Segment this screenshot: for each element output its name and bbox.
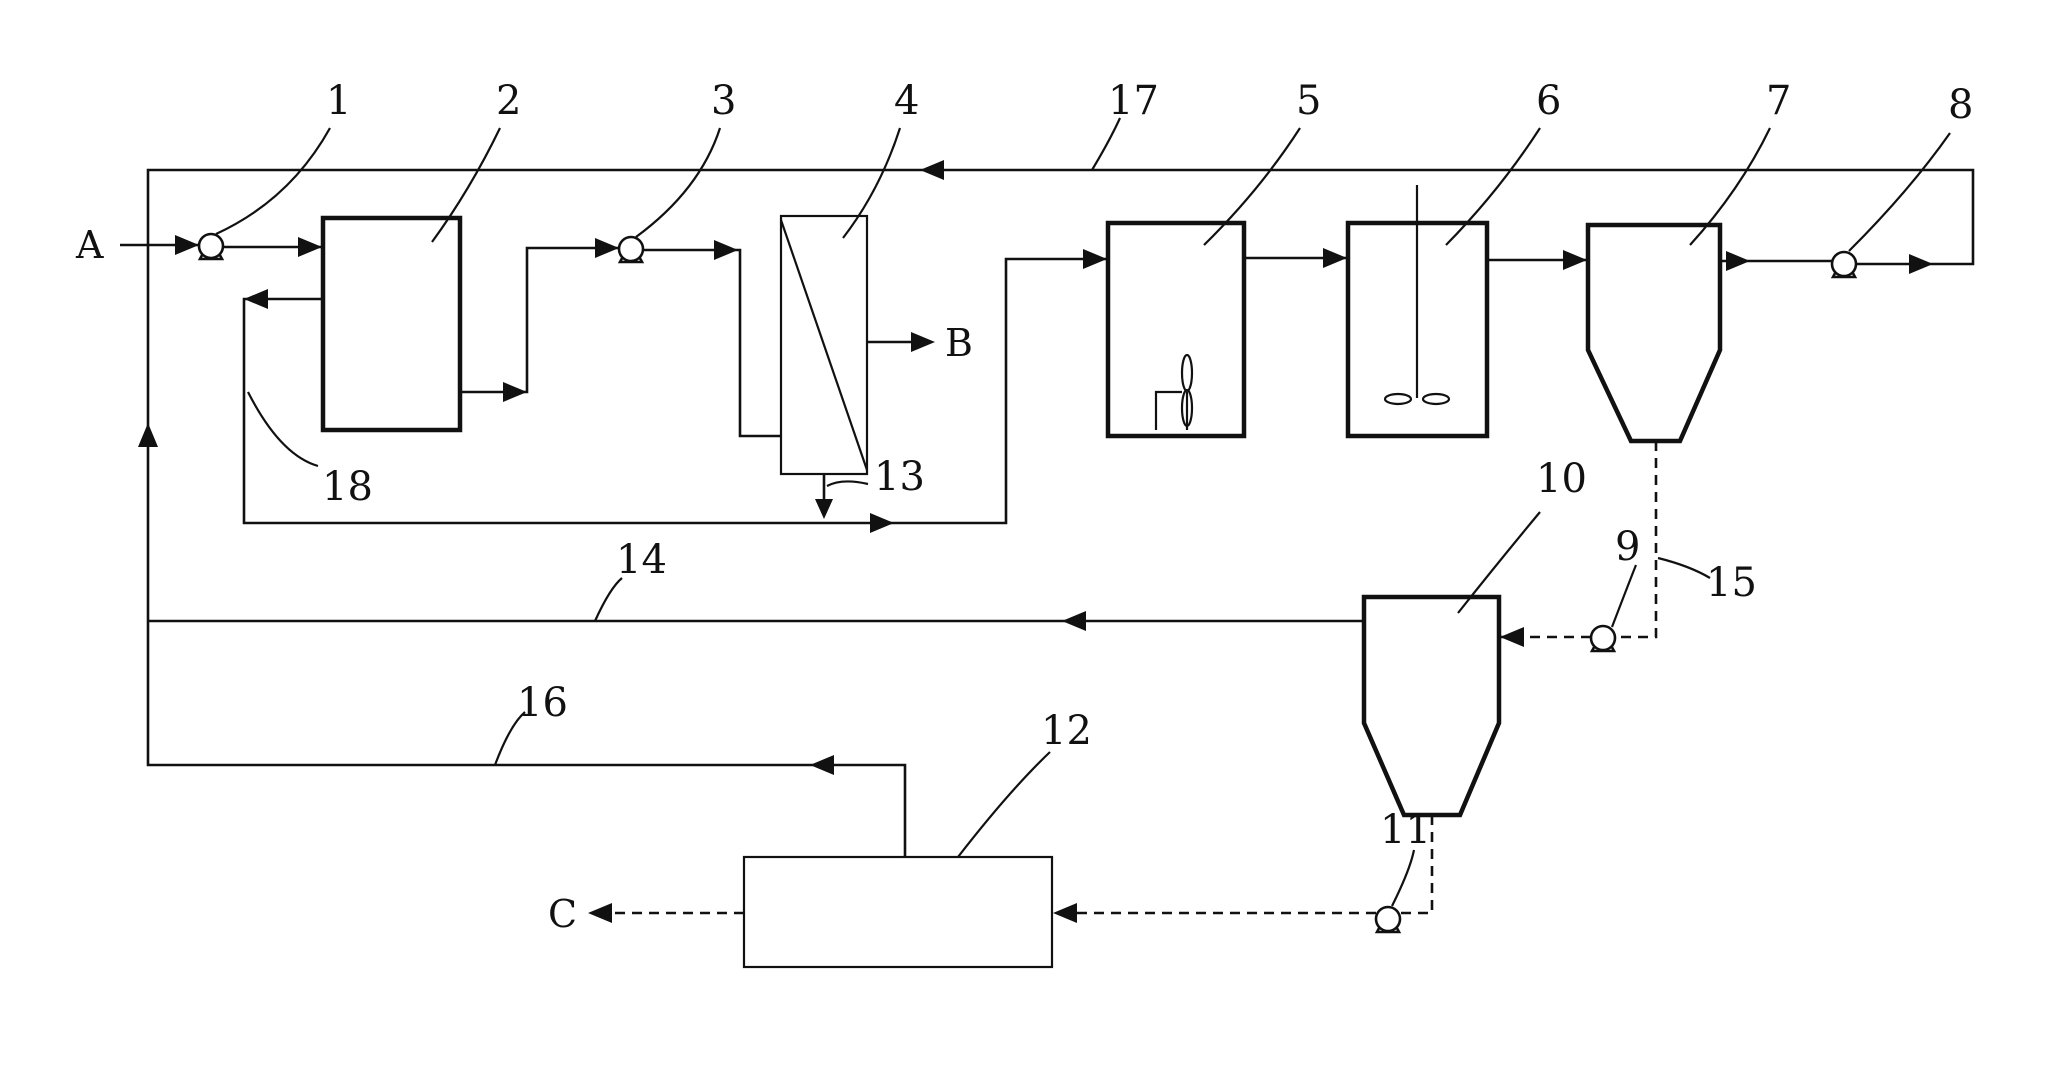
flow-arrow [175, 235, 199, 255]
label-9: 9 [1615, 524, 1640, 570]
label-13: 13 [874, 454, 925, 500]
flow-arrow [503, 382, 527, 402]
dashed-settler10-pump11 [1400, 815, 1434, 915]
flow-arrow [870, 513, 894, 533]
flow-arrow [244, 289, 268, 309]
flow-arrow [595, 238, 619, 258]
flow-arrow [714, 240, 738, 260]
unit-5-tank-with-propeller [1105, 220, 1247, 439]
flow-arrow [138, 423, 158, 447]
leader-line [1445, 127, 1541, 246]
label-17: 17 [1108, 78, 1159, 124]
unit-7-settler [1585, 222, 1723, 444]
flow-arrow [1323, 248, 1347, 268]
pump-3 [617, 235, 645, 264]
leader-line [826, 480, 869, 487]
leader-line [1657, 556, 1711, 579]
label-16: 16 [517, 680, 568, 726]
flow-arrow [920, 160, 944, 180]
pump-8 [1830, 250, 1858, 279]
flow-arrow [298, 237, 322, 257]
label-5: 5 [1296, 78, 1321, 124]
outlet-label-b: B [945, 321, 973, 365]
label-1: 1 [326, 78, 351, 124]
outlet-label-c: C [548, 892, 577, 936]
unit-6-stirred-tank [1345, 185, 1490, 439]
pipe-pump3-module4 [643, 248, 781, 438]
label-2: 2 [496, 78, 521, 124]
unit-4-membrane-module [779, 214, 869, 476]
flow-arrow [1563, 250, 1587, 270]
label-18: 18 [322, 464, 373, 510]
leader-line [1689, 127, 1771, 246]
leader-line [247, 391, 319, 468]
leader-line [215, 127, 331, 235]
label-4: 4 [894, 78, 919, 124]
leader-line [493, 711, 526, 766]
inlet-label-a: A [75, 223, 104, 267]
label-11: 11 [1380, 807, 1431, 853]
leader-line [431, 127, 501, 243]
leader-line [957, 751, 1051, 858]
leader-line [842, 127, 902, 239]
flow-arrow [815, 499, 833, 519]
flow-arrow [1062, 611, 1086, 631]
leader-line [1091, 117, 1122, 171]
pipe-tank2-pump3 [460, 246, 619, 394]
leader-line [1391, 849, 1416, 907]
flow-arrow [1909, 254, 1933, 274]
flow-arrow [1083, 249, 1107, 269]
flow-arrow [1500, 627, 1524, 647]
label-14: 14 [616, 537, 667, 583]
label-12: 12 [1041, 708, 1092, 754]
flow-arrow [1053, 903, 1077, 923]
label-7: 7 [1766, 78, 1791, 124]
unit-10-settler [1361, 594, 1502, 818]
unit-2-tank [320, 215, 463, 433]
label-10: 10 [1536, 456, 1587, 502]
recycle-line-17 [146, 168, 1975, 857]
flow-arrow [810, 755, 834, 775]
dashed-line-15 [1615, 441, 1658, 639]
pump-1 [197, 232, 225, 261]
pump-11 [1374, 905, 1402, 934]
label-6: 6 [1536, 78, 1561, 124]
label-3: 3 [711, 78, 736, 124]
unit-12-box [742, 855, 1054, 969]
pump-9 [1589, 624, 1617, 653]
leader-line [635, 127, 722, 238]
flow-arrow [1726, 251, 1750, 271]
leader-line [1848, 132, 1951, 252]
leader-line [1203, 127, 1301, 246]
label-15: 15 [1706, 560, 1757, 606]
flow-arrow [588, 903, 612, 923]
flow-arrow [911, 332, 935, 352]
leader-line [593, 577, 623, 622]
leader-line [1610, 564, 1638, 628]
leader-line [1457, 511, 1541, 614]
recycle-line-18 [242, 257, 1108, 525]
label-8: 8 [1948, 82, 1973, 128]
